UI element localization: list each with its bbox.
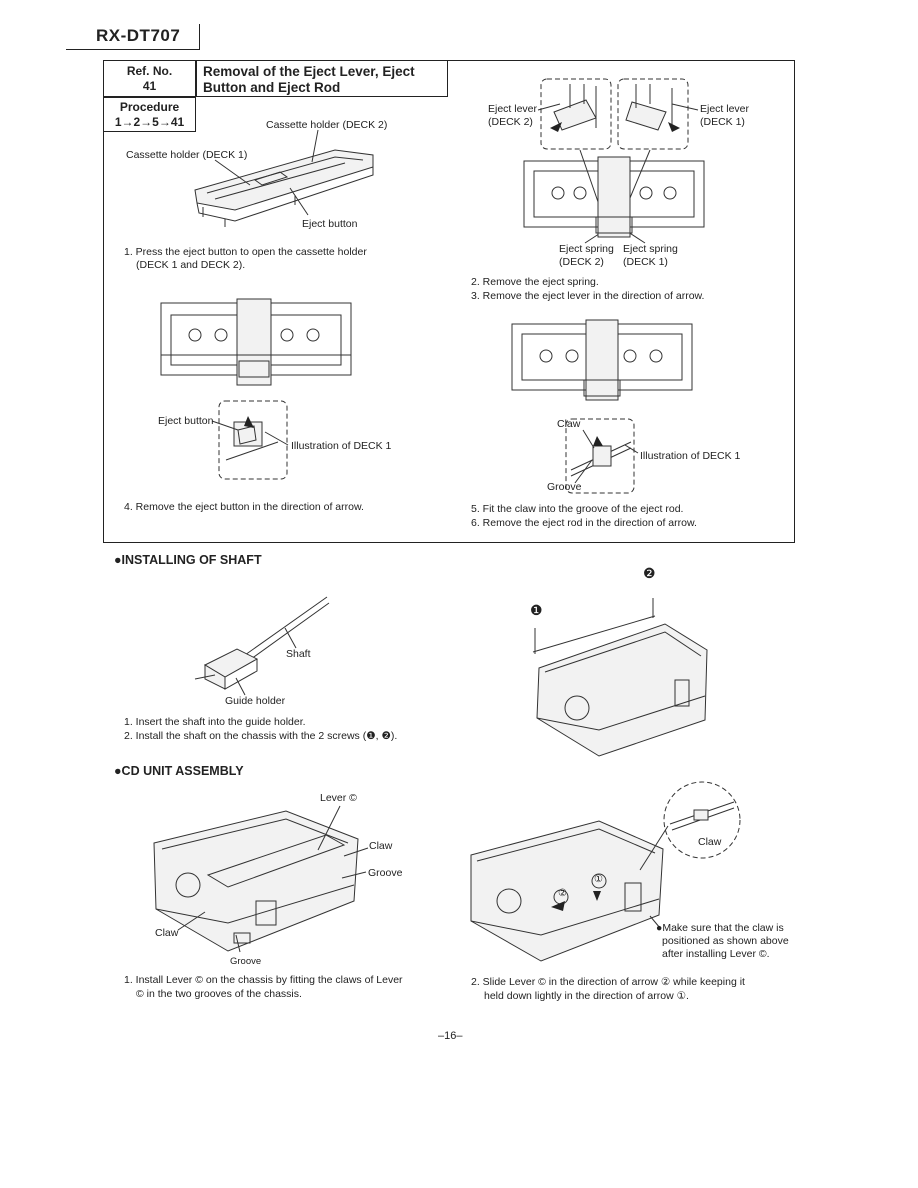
label-spring-deck2-a: Eject spring (559, 243, 614, 255)
shaft-step-2: 2. Install the shaft on the chassis with… (124, 730, 398, 742)
leader-lines-cassette (214, 129, 319, 216)
step-1-line-2: (DECK 1 and DECK 2). (136, 259, 246, 271)
ref-value: 41 (142, 79, 157, 93)
label-eject-lever-deck1-b: (DECK 1) (700, 116, 745, 128)
label-groove-right: Groove (547, 481, 582, 493)
leader-cd-right (639, 825, 669, 929)
ref-box: Ref. No. 41 (103, 60, 196, 97)
claw-zoom-circle (663, 781, 741, 859)
label-shaft: Shaft (286, 648, 311, 660)
label-spring-deck1-a: Eject spring (623, 243, 678, 255)
header-rule (66, 49, 199, 50)
cd-step-2-line-2: held down lightly in the direction of ar… (484, 990, 689, 1002)
screw-2-marker: ❷ (643, 565, 656, 581)
label-spring-deck1-b: (DECK 1) (623, 256, 668, 268)
deck1-detail-left (218, 400, 288, 480)
deck-mechanism-left (160, 298, 352, 386)
label-illustration-deck1-left: Illustration of DECK 1 (291, 440, 392, 452)
deck-mechanism-right-bottom (511, 319, 693, 401)
note-line-3: after installing Lever ©. (662, 948, 770, 960)
label-groove-cd-bottom: Groove (230, 956, 262, 967)
label-lever-c: Lever © (320, 792, 357, 804)
label-claw-zoom: Claw (698, 836, 722, 848)
eject-lever-details (540, 78, 689, 150)
title-box: Removal of the Eject Lever, Eject Button… (196, 60, 448, 97)
ref-label: Ref. No. (126, 64, 173, 78)
label-groove-cd: Groove (368, 867, 403, 879)
step-4: 4. Remove the eject button in the direct… (124, 501, 364, 513)
cd-step-1-line-1: 1. Install Lever © on the chassis by fit… (124, 974, 403, 986)
label-eject-lever-deck1-a: Eject lever (700, 103, 750, 115)
leader-eject-button-2 (211, 420, 289, 446)
label-eject-lever-deck2-a: Eject lever (488, 103, 538, 115)
screw-1-marker: ❶ (530, 602, 543, 618)
cd-chassis-right-illustration (470, 820, 664, 962)
label-holder-deck2: Cassette holder (DECK 2) (266, 119, 388, 131)
label-eject-button-2: Eject button (158, 415, 214, 427)
leader-claw-groove (574, 429, 639, 484)
procedure-box: Procedure 1→2→5→41 (103, 97, 196, 132)
label-spring-deck2-b: (DECK 2) (559, 256, 604, 268)
shaft-guide-holder-illustration (194, 596, 330, 690)
procedure-label: Procedure (119, 100, 180, 114)
arrow-2-label: ② (558, 888, 567, 899)
leader-shaft (235, 627, 297, 696)
label-guide-holder: Guide holder (225, 695, 286, 707)
note-line-2: positioned as shown above (662, 935, 789, 947)
cd-chassis-left-illustration (153, 810, 359, 952)
cd-step-1-line-2: © in the two grooves of the chassis. (136, 988, 302, 1000)
cd-section-heading: ●CD UNIT ASSEMBLY (114, 764, 244, 778)
chassis-with-shaft-illustration (532, 598, 708, 757)
model-number: RX-DT707 (96, 26, 181, 45)
label-claw-cd: Claw (369, 840, 393, 852)
note-line-1: ●Make sure that the claw is (656, 922, 784, 934)
step-2: 2. Remove the eject spring. (471, 276, 599, 288)
cd-step-2-line-1: 2. Slide Lever © in the direction of arr… (471, 976, 745, 988)
arrow-1-label: ① (594, 874, 603, 885)
step-3: 3. Remove the eject lever in the directi… (471, 290, 705, 302)
step-1-line-1: 1. Press the eject button to open the ca… (124, 246, 367, 258)
label-eject-lever-deck2-b: (DECK 2) (488, 116, 533, 128)
header-tick (199, 24, 200, 50)
title-line-1: Removal of the Eject Lever, Eject (203, 64, 415, 79)
procedure-frame (103, 60, 795, 543)
label-holder-deck1: Cassette holder (DECK 1) (126, 149, 248, 161)
deck1-detail-right (565, 418, 635, 494)
deck-mechanism-right-top (523, 156, 705, 238)
shaft-step-1: 1. Insert the shaft into the guide holde… (124, 716, 306, 728)
cassette-holder-illustration (194, 149, 374, 227)
procedure-value: 1→2→5→41 (114, 115, 185, 129)
label-illustration-deck1-right: Illustration of DECK 1 (640, 450, 741, 462)
label-claw-right: Claw (557, 418, 581, 430)
shaft-section-heading: ●INSTALLING OF SHAFT (114, 553, 262, 567)
leader-cd-left (177, 805, 369, 953)
step-6: 6. Remove the eject rod in the direction… (471, 517, 697, 529)
title-line-2: Button and Eject Rod (203, 80, 341, 95)
page-number: –16– (438, 1030, 463, 1042)
label-eject-button: Eject button (302, 218, 358, 230)
step-5: 5. Fit the claw into the groove of the e… (471, 503, 684, 515)
label-claw-cd-left: Claw (155, 927, 179, 939)
